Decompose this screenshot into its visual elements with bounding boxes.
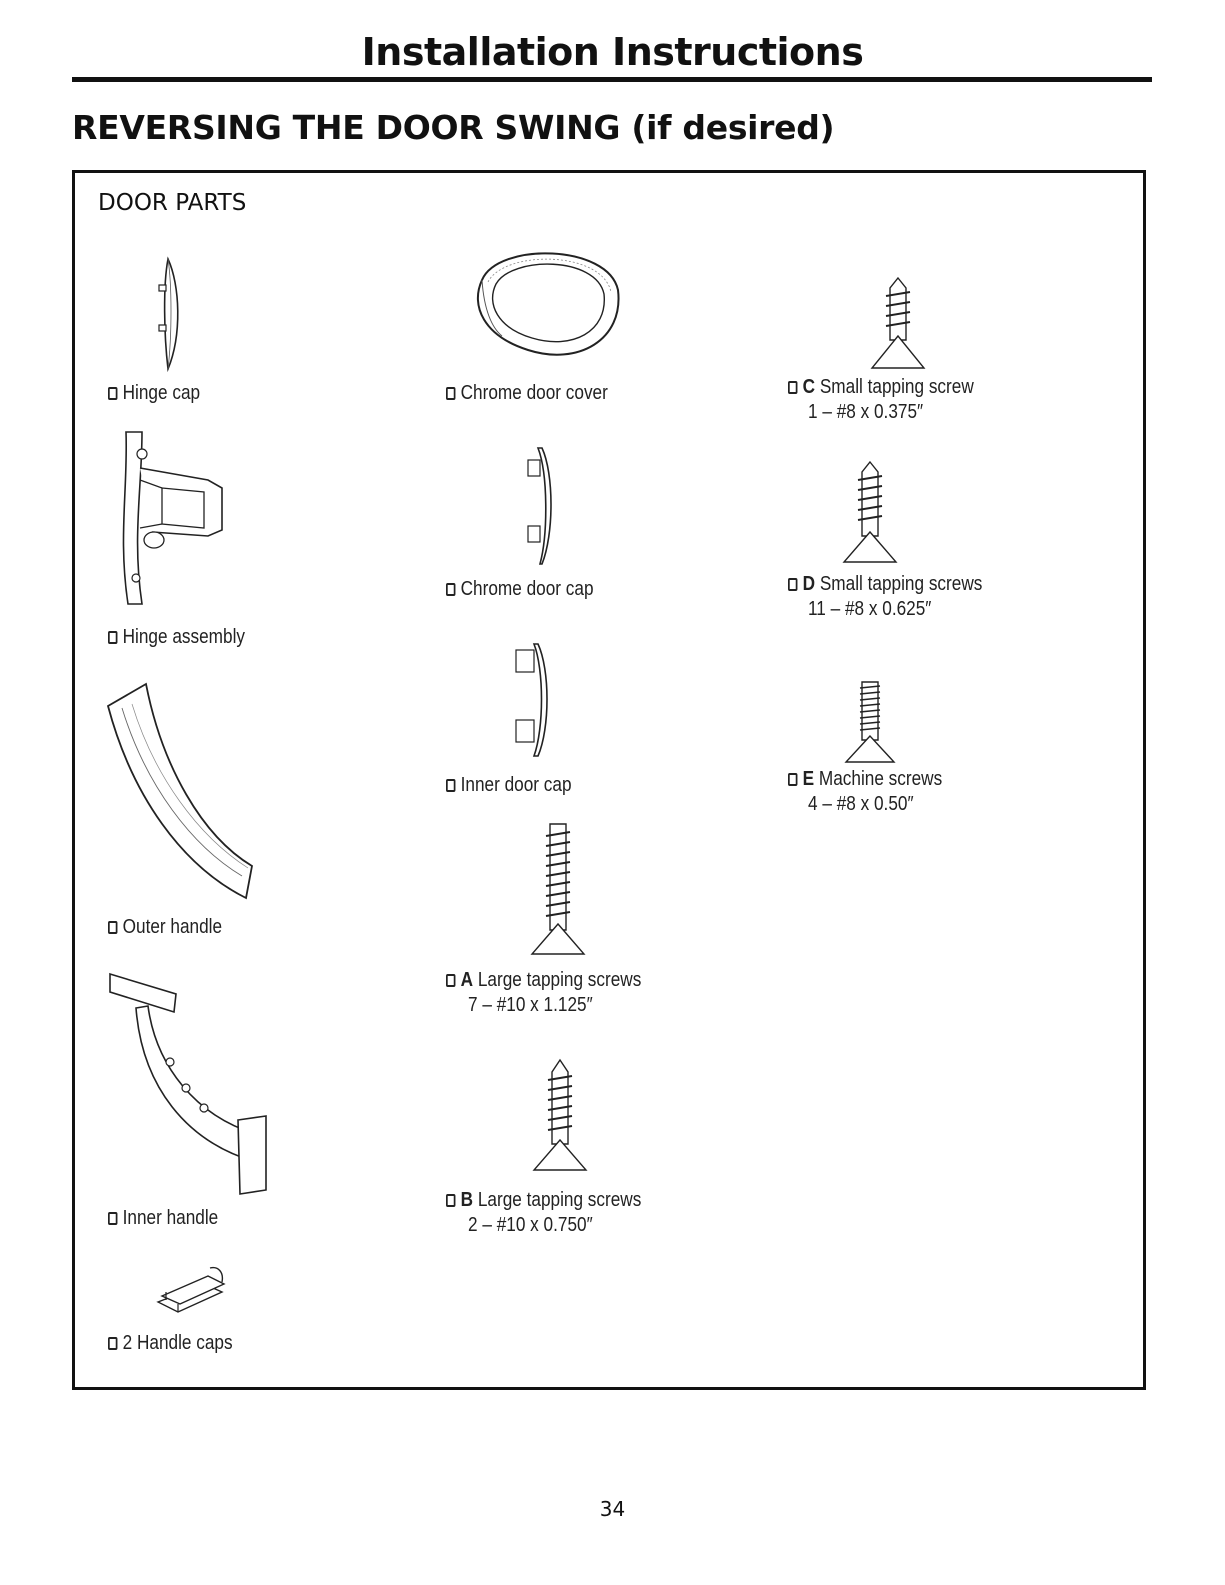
part-label-chrome-door-cover: Chrome door cover bbox=[446, 382, 608, 404]
hinge-cap-illustration bbox=[158, 256, 179, 373]
spec-screw-d: 11 – #8 x 0.625″ bbox=[808, 598, 932, 620]
checkbox-icon bbox=[108, 631, 118, 644]
part-label-hinge-cap: Hinge cap bbox=[108, 382, 200, 404]
checkbox-icon bbox=[108, 387, 118, 400]
spec-screw-b: 2 – #10 x 0.750″ bbox=[468, 1214, 593, 1236]
part-label-screw-d: D Small tapping screws bbox=[788, 573, 982, 595]
machine-screw-illustration bbox=[844, 681, 896, 763]
part-label-screw-a: A Large tapping screws bbox=[446, 969, 641, 991]
part-label-handle-caps: 2 Handle caps bbox=[108, 1332, 233, 1354]
part-label-screw-e: E Machine screws bbox=[788, 768, 942, 790]
part-label-screw-b: B Large tapping screws bbox=[446, 1189, 641, 1211]
chrome-door-cap-illustration bbox=[527, 447, 552, 565]
checkbox-icon bbox=[788, 381, 798, 394]
checkbox-icon bbox=[446, 583, 456, 596]
page-number: 34 bbox=[599, 1497, 626, 1521]
screw-d-illustration bbox=[842, 460, 898, 563]
screw-c-illustration bbox=[870, 276, 926, 369]
checkbox-icon bbox=[446, 974, 456, 987]
checkbox-icon bbox=[108, 1212, 118, 1225]
checkbox-icon bbox=[788, 773, 798, 786]
inner-handle-illustration bbox=[109, 972, 267, 1195]
checkbox-icon bbox=[446, 779, 456, 792]
section-title: REVERSING THE DOOR SWING (if desired) bbox=[72, 108, 835, 147]
checkbox-icon bbox=[108, 1337, 118, 1350]
part-label-inner-door-cap: Inner door cap bbox=[446, 774, 572, 796]
spec-screw-a: 7 – #10 x 1.125″ bbox=[468, 994, 593, 1016]
spec-screw-c: 1 – #8 x 0.375″ bbox=[808, 401, 924, 423]
inner-door-cap-illustration bbox=[515, 643, 548, 757]
part-label-chrome-door-cap: Chrome door cap bbox=[446, 578, 594, 600]
header-rule bbox=[72, 77, 1152, 82]
handle-caps-illustration bbox=[156, 1266, 226, 1313]
checkbox-icon bbox=[446, 1194, 456, 1207]
door-parts-title: DOOR PARTS bbox=[98, 190, 247, 216]
hinge-assembly-illustration bbox=[122, 431, 223, 605]
part-label-screw-c: C Small tapping screw bbox=[788, 376, 974, 398]
checkbox-icon bbox=[446, 387, 456, 400]
chrome-door-cover-illustration bbox=[477, 252, 620, 356]
page-header-title: Installation Instructions bbox=[361, 30, 864, 74]
part-label-hinge-assembly: Hinge assembly bbox=[108, 626, 245, 648]
screw-b-illustration bbox=[532, 1058, 588, 1171]
checkbox-icon bbox=[788, 578, 798, 591]
spec-screw-e: 4 – #8 x 0.50″ bbox=[808, 793, 914, 815]
part-label-inner-handle: Inner handle bbox=[108, 1207, 218, 1229]
outer-handle-illustration bbox=[106, 682, 253, 900]
part-label-outer-handle: Outer handle bbox=[108, 916, 222, 938]
checkbox-icon bbox=[108, 921, 118, 934]
screw-a-illustration bbox=[530, 823, 586, 955]
door-parts-box bbox=[72, 170, 1146, 1390]
